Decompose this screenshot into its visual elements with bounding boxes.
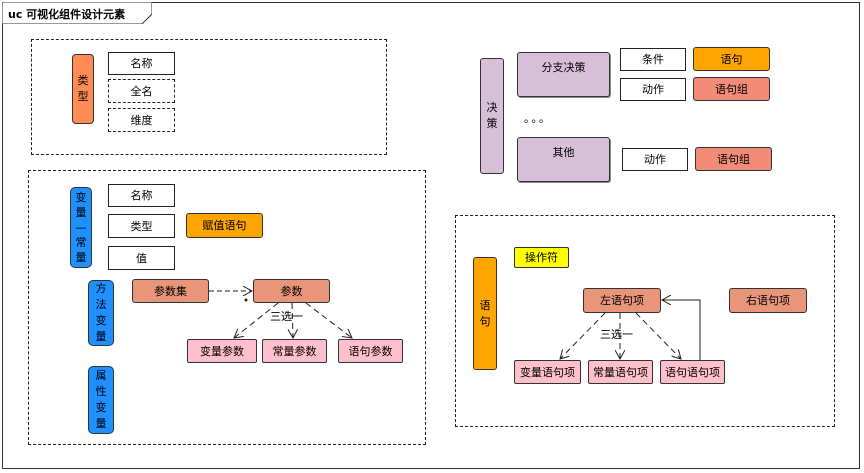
statement-item-to-left xyxy=(662,300,701,360)
title-tab xyxy=(2,2,152,24)
decision-label: 决策 xyxy=(480,58,504,174)
item-type-variable: 变量语句项 xyxy=(514,360,581,384)
variable-type-field: 类型 xyxy=(108,214,175,238)
type-label: 类型 xyxy=(72,54,94,124)
type-dimension-field: 维度 xyxy=(108,108,175,132)
left-item-box: 左语句项 xyxy=(583,288,661,313)
param-choose-one-label: 三选一 xyxy=(270,310,303,323)
other-decision-box: 其他 xyxy=(517,137,610,182)
param-box: 参数 xyxy=(253,279,330,303)
variable-value-field: 值 xyxy=(108,246,175,270)
param-set-box: 参数集 xyxy=(132,279,209,303)
right-item-box: 右语句项 xyxy=(729,288,807,313)
method-variable-label: 方法变量 xyxy=(88,280,114,346)
other-action-box: 动作 xyxy=(622,148,688,171)
type-region xyxy=(31,39,387,155)
param-to-constant xyxy=(292,302,293,338)
branch-action-box: 动作 xyxy=(620,78,686,101)
type-fullname-field: 全名 xyxy=(108,79,175,103)
param-type-statement: 语句参数 xyxy=(338,339,403,363)
branch-decision-box: 分支决策 xyxy=(517,52,610,97)
left-to-variable xyxy=(560,312,606,359)
variable-region xyxy=(28,170,426,445)
statement-region xyxy=(455,215,835,427)
param-type-constant: 常量参数 xyxy=(262,339,327,363)
other-statement-group-box: 语句组 xyxy=(695,147,772,171)
assign-statement-box: 赋值语句 xyxy=(186,213,263,238)
param-set-dot xyxy=(244,298,248,302)
operator-box: 操作符 xyxy=(514,247,569,268)
branch-statement-group-box: 语句组 xyxy=(693,77,770,101)
item-choose-one-label: 三选一 xyxy=(600,328,633,341)
param-to-variable xyxy=(234,302,279,338)
variable-constant-text: 变量 — 常量 xyxy=(75,191,87,264)
param-type-variable: 变量参数 xyxy=(187,339,257,363)
param-to-statement xyxy=(305,302,352,338)
diagram-title: uc 可视化组件设计元素 xyxy=(8,8,126,21)
variable-name-field: 名称 xyxy=(108,184,175,207)
decision-ellipsis: 。。。 xyxy=(524,112,552,125)
left-to-statement xyxy=(635,312,681,359)
decision-statement-box: 语句 xyxy=(693,47,770,71)
property-variable-label: 属性变量 xyxy=(88,366,114,434)
condition-box: 条件 xyxy=(620,48,686,71)
item-type-constant: 常量语句项 xyxy=(588,360,653,384)
variable-constant-label: 变量 — 常量 xyxy=(70,187,92,268)
type-name-field: 名称 xyxy=(108,52,175,75)
statement-label: 语句 xyxy=(473,257,497,370)
item-type-statement: 语句语句项 xyxy=(660,360,725,384)
